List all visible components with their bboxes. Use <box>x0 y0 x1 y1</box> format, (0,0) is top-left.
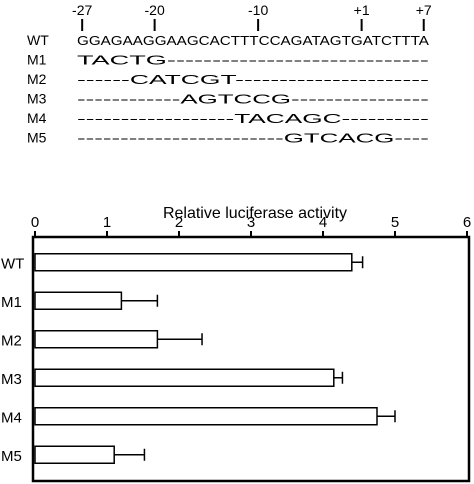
sequence-text: TACTG----------------------------- <box>77 54 429 68</box>
x-tick-label: 2 <box>175 214 183 231</box>
sequence-text: ------------AGTCCG---------------- <box>77 93 429 107</box>
plot-frame <box>31 235 471 483</box>
bars <box>34 253 396 464</box>
position-label: -20 <box>145 2 165 18</box>
x-tick-label: 5 <box>391 214 399 231</box>
sequence-row-label: WT <box>27 32 49 48</box>
category-label: M2 <box>1 332 22 349</box>
sequence-text: ------CATCGT---------------------- <box>77 73 429 87</box>
bar-m5 <box>34 445 115 464</box>
x-axis: 0 1 2 3 4 5 6 <box>31 214 471 237</box>
bar-m2 <box>34 330 159 349</box>
category-label: M1 <box>1 294 22 311</box>
sequence-text: GGAGAAGGAAGCACTTTCCAGATAGTGATCTTTA <box>77 34 430 48</box>
x-tick-label: 3 <box>247 214 255 231</box>
category-label: WT <box>1 255 24 272</box>
bar-m1 <box>34 291 123 310</box>
sequence-row-label: M4 <box>27 110 47 126</box>
x-tick-label: 6 <box>463 214 471 231</box>
x-tick-label: 1 <box>103 214 111 231</box>
position-label: +1 <box>354 2 370 18</box>
bar-wt <box>34 253 353 272</box>
sequence-text: ------------------TACAGC---------- <box>77 112 429 126</box>
category-label: M3 <box>1 371 22 388</box>
sequence-text: ------------------------GTCACG---- <box>77 132 429 146</box>
category-label: M4 <box>1 409 22 426</box>
luciferase-bar-chart: Relative luciferase activity 0 1 2 3 4 5 6 WT M… <box>1 205 471 483</box>
x-tick-label: 0 <box>31 214 39 231</box>
position-label: -10 <box>248 2 268 18</box>
sequence-row-label: M3 <box>27 91 47 107</box>
bar-m4 <box>34 407 378 426</box>
x-axis-title: Relative luciferase activity <box>163 205 347 222</box>
bar-m3 <box>34 368 335 387</box>
sequence-row-label: M2 <box>27 71 47 87</box>
position-label: +7 <box>416 2 432 18</box>
category-label: M5 <box>1 448 22 465</box>
sequence-panel: -27 -20 -10 +1 +7WT GGAGAAGGAAGCACTTTCCAGATAG… <box>27 2 432 146</box>
x-tick-label: 4 <box>319 214 327 231</box>
sequence-row-label: M5 <box>27 130 47 146</box>
position-label: -27 <box>72 2 92 18</box>
sequence-row-label: M1 <box>27 52 47 68</box>
